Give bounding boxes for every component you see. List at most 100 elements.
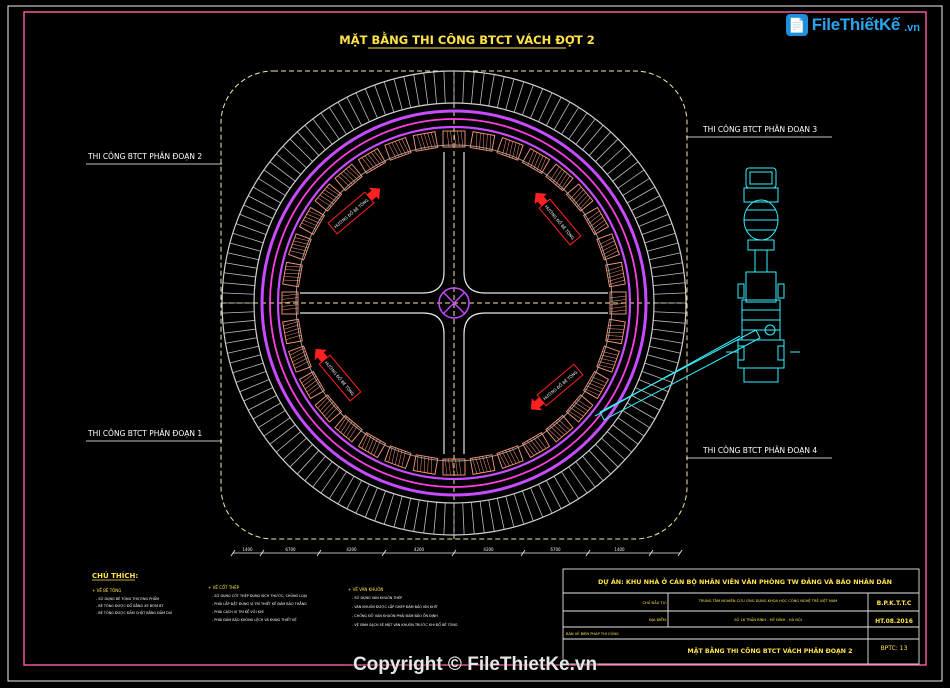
wall-block bbox=[384, 445, 412, 469]
scaffold-tick bbox=[227, 252, 259, 261]
inner-frame bbox=[23, 11, 927, 666]
scaffold-tick bbox=[653, 320, 686, 324]
pour-arrow-sw: HƯỚNG ĐỔ BÊ TÔNG bbox=[314, 348, 362, 402]
scaffold-tick bbox=[606, 153, 632, 175]
wall-block bbox=[545, 163, 574, 192]
scaffold-tick bbox=[346, 97, 363, 126]
scaffold-tick bbox=[252, 186, 281, 204]
scaffold-tick bbox=[296, 131, 320, 156]
scaffold-tick bbox=[545, 480, 562, 509]
scaffold-tick bbox=[229, 354, 261, 364]
scaffold-tick bbox=[383, 81, 395, 113]
scaffold-tick bbox=[364, 487, 378, 518]
dimension-value: 6700 bbox=[285, 547, 296, 552]
scaffold-tick bbox=[553, 101, 571, 130]
scaffold-tick bbox=[647, 242, 679, 252]
file-icon: 📄 bbox=[785, 14, 808, 36]
dimension-value: 4200 bbox=[483, 547, 494, 552]
title-block bbox=[562, 568, 920, 665]
scaffold-tick bbox=[269, 424, 296, 445]
wall-block bbox=[496, 445, 524, 469]
scaffold-tick bbox=[568, 112, 588, 140]
scaffold-tick bbox=[296, 450, 320, 475]
scaffold-tick bbox=[638, 213, 669, 227]
site-logo[interactable]: 📄 FileThiếtKế .vn bbox=[785, 14, 920, 36]
scaffold-tick bbox=[320, 112, 340, 140]
wall-block bbox=[605, 318, 626, 345]
wall-block bbox=[288, 233, 312, 261]
scaffold-tick bbox=[561, 107, 579, 135]
dimension-value: 6700 bbox=[550, 547, 561, 552]
wall-block bbox=[609, 291, 627, 315]
scaffold-tick bbox=[346, 480, 363, 509]
scaffold-tick bbox=[282, 437, 307, 461]
scaffold-tick bbox=[235, 371, 267, 383]
arrow-label-sw: HƯỚNG ĐỔ BÊ TÔNG bbox=[324, 360, 356, 396]
scaffold-tick bbox=[627, 186, 656, 204]
notes-col3-item-0: - SỬ DỤNG VÁN KHUÔN THÉP bbox=[352, 595, 402, 600]
svg-text:THI CÔNG BTCT PHÂN ĐOẠN 3: THI CÔNG BTCT PHÂN ĐOẠN 3 bbox=[702, 125, 817, 134]
scaffold-tick bbox=[652, 272, 685, 278]
scaffold-tick bbox=[635, 204, 665, 219]
ring-magenta bbox=[269, 118, 639, 488]
segment-label-4: THI CÔNG BTCT PHÂN ĐOẠN 4 bbox=[686, 446, 832, 459]
scaffold-tick bbox=[364, 88, 378, 119]
scaffold-tick bbox=[488, 74, 495, 107]
scaffold-tick bbox=[263, 169, 291, 189]
svg-text:THI CÔNG BTCT PHÂN ĐOẠN 4: THI CÔNG BTCT PHÂN ĐOẠN 4 bbox=[702, 446, 817, 455]
ring-outer-grey-2 bbox=[253, 102, 655, 504]
center-marker bbox=[438, 287, 470, 319]
scaffold-tick bbox=[304, 455, 326, 481]
scaffold-tick bbox=[222, 292, 255, 295]
scaffold-tick bbox=[235, 223, 267, 235]
scaffold-tick bbox=[635, 387, 665, 402]
scaffold-tick bbox=[258, 178, 286, 196]
svg-text:THI CÔNG BTCT PHÂN ĐOẠN 2: THI CÔNG BTCT PHÂN ĐOẠN 2 bbox=[87, 152, 202, 161]
scaffold-tick bbox=[403, 498, 412, 530]
project-name: DỰ ÁN: KHU NHÀ Ở CÁN BỘ NHÂN VIÊN VĂN PH… bbox=[598, 576, 892, 586]
wall-block bbox=[281, 291, 299, 315]
scaffold-tick bbox=[649, 252, 681, 261]
segment-label-2: THI CÔNG BTCT PHÂN ĐOẠN 2 bbox=[86, 152, 222, 165]
drawing-title: MẶT BẰNG THI CÔNG BTCT VÁCH ĐỢT 2 bbox=[339, 31, 594, 47]
scaffold-tick bbox=[232, 362, 264, 374]
scaffold-tick bbox=[652, 328, 685, 334]
scaffold-tick bbox=[622, 410, 650, 428]
scaffold-ring bbox=[222, 71, 686, 535]
notes-col1-item-2: - BÊ TÔNG ĐƯỢC ĐẦM CHẶT BẰNG ĐẦM DÙI bbox=[96, 610, 172, 615]
scaffold-tick bbox=[606, 431, 632, 453]
wall-block bbox=[314, 394, 343, 423]
scaffold-tick bbox=[312, 461, 333, 488]
scaffold-tick bbox=[239, 213, 270, 227]
scaffold-tick bbox=[513, 493, 525, 525]
sheet-number: BPTC: 13 bbox=[881, 645, 908, 652]
notes-col1-item-0: - SỬ DỤNG BÊ TÔNG THƯƠNG PHẨM bbox=[96, 596, 159, 601]
wall-block bbox=[384, 137, 412, 161]
scaffold-tick bbox=[222, 320, 255, 324]
ring-purple-1 bbox=[260, 109, 648, 497]
wall-block bbox=[469, 454, 496, 475]
svg-text:THI CÔNG BTCT PHÂN ĐOẠN 1: THI CÔNG BTCT PHÂN ĐOẠN 1 bbox=[87, 429, 202, 438]
scaffold-tick bbox=[538, 92, 553, 122]
scaffold-tick bbox=[443, 71, 446, 104]
scaffold-tick bbox=[320, 466, 340, 494]
scaffold-tick bbox=[223, 328, 256, 334]
scaffold-tick bbox=[355, 484, 370, 514]
scaffold-tick bbox=[462, 71, 465, 104]
scaffold-tick bbox=[229, 242, 261, 252]
scaffold-tick bbox=[337, 476, 355, 505]
scaffold-tick bbox=[617, 169, 645, 189]
scaffold-tick bbox=[471, 502, 475, 535]
scaffold-tick bbox=[263, 417, 291, 437]
wall-block bbox=[334, 163, 363, 192]
wall-block bbox=[412, 131, 439, 152]
wall-block bbox=[282, 261, 303, 288]
scaffold-tick bbox=[505, 78, 515, 110]
notes-col3-item-1: - VÁN KHUÔN ĐƯỢC LẮP GHÉP ĐẢM BẢO KÍN KH… bbox=[352, 604, 439, 609]
scaffold-tick bbox=[403, 76, 412, 108]
scaffold-tick bbox=[622, 178, 650, 196]
scaffold-tick bbox=[553, 476, 571, 505]
scaffold-tick bbox=[312, 118, 333, 145]
scaffold-tick bbox=[638, 379, 669, 393]
